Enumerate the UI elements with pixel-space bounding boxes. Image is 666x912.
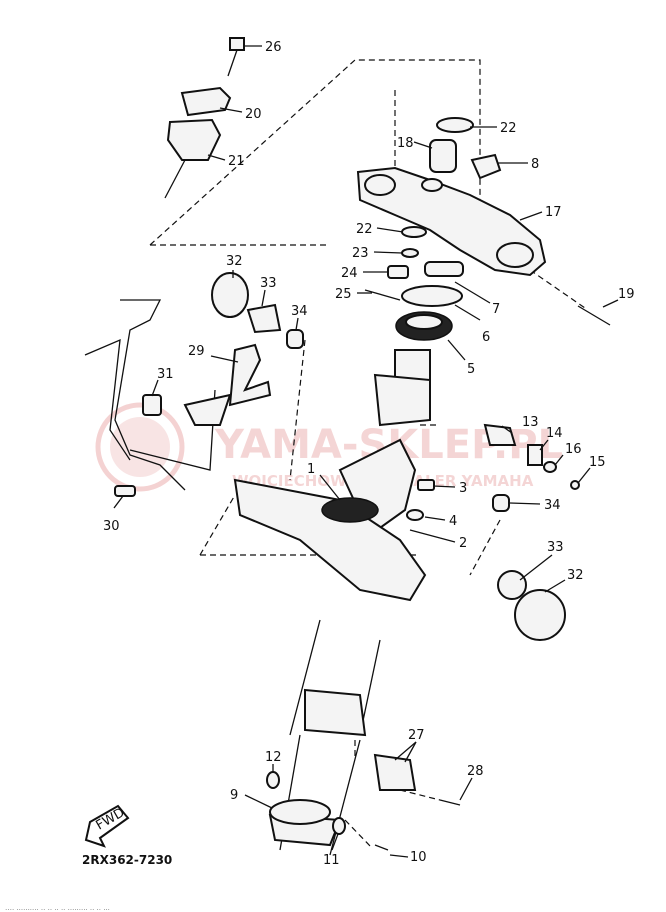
callout-8: 8 xyxy=(531,157,539,172)
callout-5: 5 xyxy=(467,362,475,377)
headlight-stay-group xyxy=(84,272,304,497)
callout-20: 20 xyxy=(245,107,262,122)
callout-19: 19 xyxy=(618,287,635,302)
callout-22-lower: 22 xyxy=(356,222,373,237)
callout-16: 16 xyxy=(565,442,582,457)
callout-12: 12 xyxy=(265,750,282,765)
callout-29: 29 xyxy=(188,344,205,359)
callout-32-top: 32 xyxy=(226,254,243,269)
fwd-arrow-icon: FWD xyxy=(84,804,130,848)
callout-26: 26 xyxy=(265,40,282,55)
callout-11: 11 xyxy=(323,853,340,868)
callout-14: 14 xyxy=(546,426,563,441)
callout-15: 15 xyxy=(589,455,606,470)
callout-9: 9 xyxy=(230,788,238,803)
callout-22-top: 22 xyxy=(500,121,517,136)
callout-23: 23 xyxy=(352,246,369,261)
under-bracket-group xyxy=(233,349,580,641)
diagram-code: 2RX362-7230 xyxy=(82,853,172,867)
callout-33-top: 33 xyxy=(260,276,277,291)
leader-lines xyxy=(113,45,619,858)
upper-bracket-group xyxy=(356,117,611,341)
callout-17: 17 xyxy=(545,205,562,220)
bolt-head xyxy=(229,37,245,51)
callout-2: 2 xyxy=(459,536,467,551)
callout-28: 28 xyxy=(467,764,484,779)
callout-21: 21 xyxy=(228,154,245,169)
washer-22 xyxy=(436,117,474,133)
upper-holder xyxy=(180,86,232,117)
callout-34-lower: 34 xyxy=(544,498,561,513)
fork-group xyxy=(266,619,461,856)
callout-10: 10 xyxy=(410,850,427,865)
callout-1: 1 xyxy=(307,462,315,477)
callout-33-lower: 33 xyxy=(547,540,564,555)
callout-3: 3 xyxy=(459,481,467,496)
callout-25: 25 xyxy=(335,287,352,302)
footer-text: …. .......... .. .. .. .. ......... .. .… xyxy=(5,904,110,912)
callout-34-top: 34 xyxy=(291,304,308,319)
bolt-8 xyxy=(470,153,502,180)
callout-13: 13 xyxy=(522,415,539,430)
callout-4: 4 xyxy=(449,514,457,529)
callout-18: 18 xyxy=(397,136,414,151)
callout-7: 7 xyxy=(492,302,500,317)
lower-holder xyxy=(166,118,222,161)
handlebar-holder-group xyxy=(164,37,245,199)
callout-27: 27 xyxy=(408,728,425,743)
callout-6: 6 xyxy=(482,330,490,345)
callout-32-lower: 32 xyxy=(567,568,584,583)
callout-30: 30 xyxy=(103,519,120,534)
callout-31: 31 xyxy=(157,367,174,382)
spacer-18 xyxy=(429,139,457,173)
callout-24: 24 xyxy=(341,266,358,281)
callout-labels: 26 20 21 22 18 8 17 22 23 24 25 7 6 5 19… xyxy=(103,40,635,868)
watermark: YAMA-SKLEP.PL WOJCIECHOWICZ - DEALER YAM… xyxy=(95,402,563,492)
